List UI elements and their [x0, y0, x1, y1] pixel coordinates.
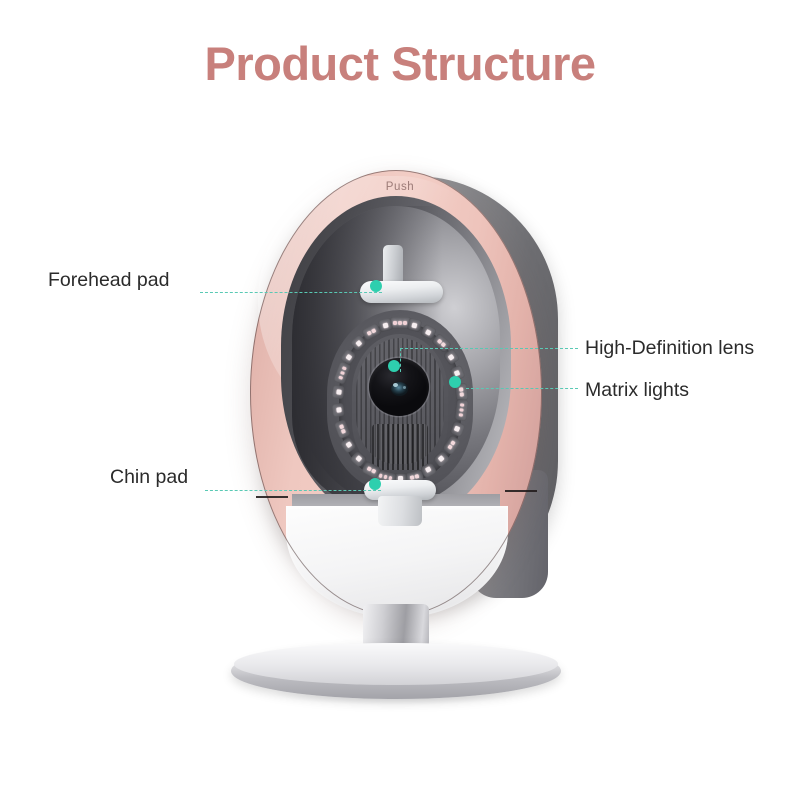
matrix-light-pip	[398, 321, 402, 325]
matrix-light-pip	[446, 444, 453, 451]
forehead-pad-stem	[383, 245, 403, 287]
matrix-light-pip	[440, 341, 447, 348]
matrix-light-module	[389, 317, 411, 329]
matrix-light-pip	[382, 322, 389, 329]
chin-pad	[364, 480, 436, 500]
matrix-light-pip	[370, 327, 377, 334]
matrix-light-pip	[403, 321, 407, 325]
matrix-light-pip	[335, 407, 342, 414]
matrix-light-pip	[459, 403, 465, 408]
matrix-light-pip	[393, 321, 397, 325]
matrix-light-pip	[459, 392, 465, 397]
matrix-light-pip	[355, 455, 363, 463]
matrix-light-pip	[355, 339, 363, 347]
callout-label-matrix-lights: Matrix lights	[585, 379, 690, 401]
matrix-light-pip	[447, 353, 455, 361]
callout-dot-forehead-pad	[370, 280, 382, 292]
matrix-light-pip	[454, 425, 462, 432]
matrix-light-pip	[337, 375, 343, 381]
push-label: Push	[385, 181, 415, 193]
chin-pad-post	[378, 496, 422, 526]
matrix-light-pip	[340, 428, 346, 434]
matrix-light-pip	[370, 468, 377, 475]
camera-lens-glint	[393, 383, 398, 387]
stand-base-top	[234, 643, 558, 685]
callout-dot-matrix-lights	[449, 376, 461, 388]
callout-leader-chin-pad	[205, 490, 381, 491]
matrix-light-pip	[339, 371, 345, 376]
bezel-seam-left	[256, 496, 288, 499]
page-title: Product Structure	[204, 37, 596, 90]
matrix-light-module	[331, 384, 346, 399]
ventilation-fins-lower	[372, 424, 428, 470]
matrix-light-pip	[338, 423, 344, 429]
callout-dot-chin-pad	[369, 478, 381, 490]
matrix-light-pip	[345, 353, 353, 361]
callout-dot-high-definition-lens	[388, 360, 400, 372]
callout-leader-forehead-pad	[200, 292, 382, 293]
matrix-light-pip	[365, 330, 372, 336]
matrix-light-pip	[383, 474, 388, 480]
matrix-light-pip	[411, 322, 418, 329]
matrix-light-pip	[458, 386, 464, 392]
camera-lens-glint-secondary	[403, 386, 406, 389]
callout-leader-matrix-lights	[466, 388, 578, 389]
matrix-light-pip	[458, 413, 464, 418]
matrix-light-module	[331, 403, 346, 418]
callout-label-high-definition-lens: High-Definition lens	[585, 337, 755, 359]
matrix-light-pip	[345, 441, 353, 449]
bezel-seam-right	[505, 490, 537, 493]
matrix-light-pip	[459, 408, 464, 413]
matrix-light-pip	[335, 388, 342, 395]
callout-leader-elbow-high-definition-lens	[400, 348, 401, 372]
callout-leader-high-definition-lens	[400, 348, 578, 349]
callout-label-chin-pad: Chin pad	[110, 466, 189, 488]
matrix-light-pip	[437, 455, 445, 463]
matrix-light-pip	[415, 473, 420, 479]
matrix-light-pip	[425, 466, 433, 474]
callout-label-forehead-pad: Forehead pad	[48, 269, 170, 291]
matrix-light-pip	[425, 328, 433, 336]
